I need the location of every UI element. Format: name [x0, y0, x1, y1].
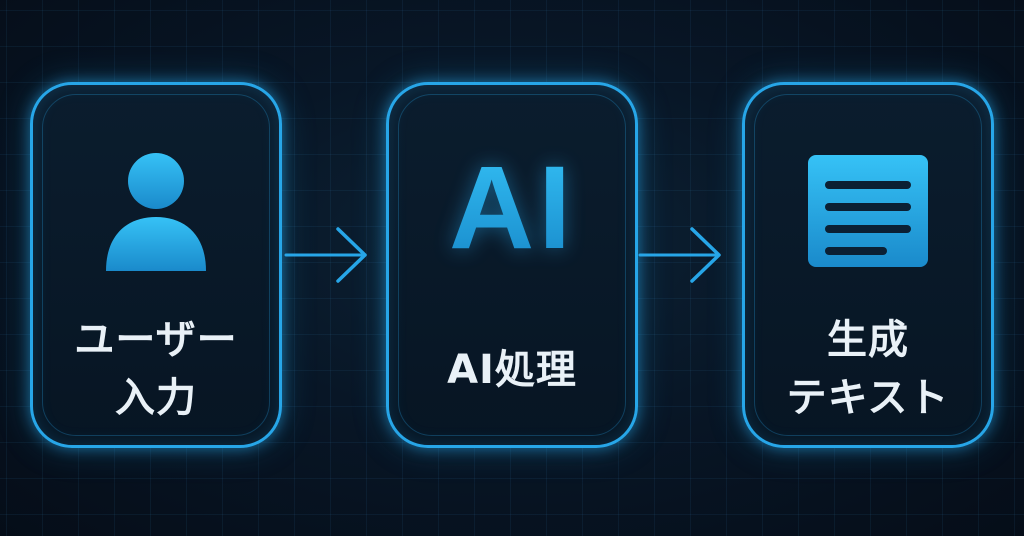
- step-card-generated-text: 生成 テキスト: [742, 82, 994, 448]
- step-label-user-input: ユーザー 入力: [33, 311, 279, 427]
- user-icon: [91, 147, 221, 277]
- step-label-line: 生成: [827, 317, 909, 363]
- step-label-ai-processing: AI処理: [389, 341, 635, 399]
- step-card-ai-processing: AI AI処理: [386, 82, 638, 448]
- document-icon: [803, 147, 933, 277]
- step-label-line: AI処理: [447, 347, 577, 393]
- arrow-right-icon: [638, 222, 726, 288]
- step-label-line: ユーザー: [74, 317, 238, 363]
- step-label-line: テキスト: [786, 375, 950, 421]
- arrow-right-icon: [284, 222, 372, 288]
- ai-text-icon: AI: [389, 143, 635, 273]
- step-label-line: 入力: [115, 375, 197, 421]
- step-label-generated-text: 生成 テキスト: [745, 311, 991, 427]
- step-card-user-input: ユーザー 入力: [30, 82, 282, 448]
